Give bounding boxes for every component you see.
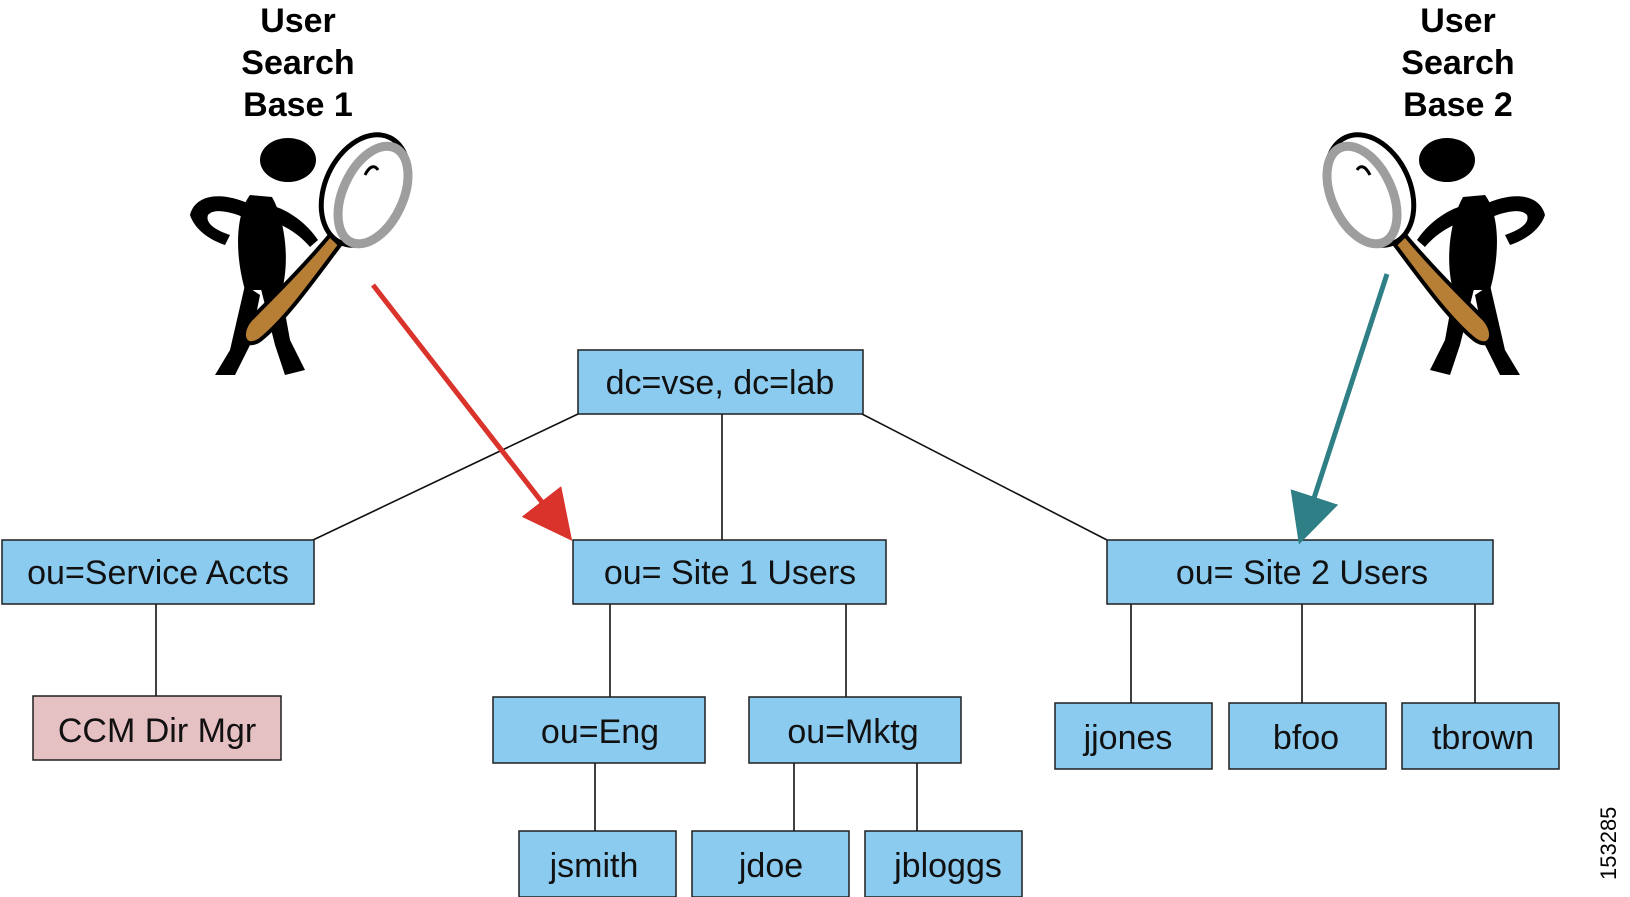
node-label: ou=Mktg — [787, 713, 918, 751]
tree-node-root: dc=vse, dc=lab — [577, 349, 864, 415]
tree-node-jbloggs: jbloggs — [864, 830, 1023, 897]
node-label: bfoo — [1273, 719, 1339, 757]
tree-node-tbrown: tbrown — [1401, 702, 1560, 770]
node-label: jdoe — [738, 847, 803, 885]
node-label: tbrown — [1432, 719, 1534, 757]
node-label: ou= Site 1 Users — [604, 554, 856, 592]
tree-node-eng: ou=Eng — [492, 696, 706, 764]
node-label: ou=Eng — [541, 713, 659, 751]
tree-node-bfoo: bfoo — [1228, 702, 1387, 770]
node-label: dc=vse, dc=lab — [606, 364, 835, 402]
tree-node-jsmith: jsmith — [518, 830, 677, 897]
tree-node-ccm-dir-mgr: CCM Dir Mgr — [32, 695, 282, 761]
search-base-1-title: User Search Base 1 — [241, 2, 354, 124]
node-label: jjones — [1083, 719, 1173, 757]
search-base-2-arrow — [1290, 273, 1390, 545]
node-label: ou= Site 2 Users — [1176, 554, 1428, 592]
title-line: Search — [241, 44, 354, 82]
searcher-2-magnifier-icon — [1322, 132, 1545, 375]
tree-node-site2: ou= Site 2 Users — [1106, 539, 1494, 605]
title-line: Base 2 — [1403, 86, 1513, 124]
tree-node-mktg: ou=Mktg — [748, 696, 962, 764]
connector-root-service-accts — [312, 413, 579, 541]
search-base-1-arrow — [371, 283, 573, 541]
tree-node-site1: ou= Site 1 Users — [572, 539, 887, 605]
searcher-1-magnifier-icon — [190, 132, 413, 375]
node-label: CCM Dir Mgr — [58, 712, 256, 750]
tree-node-jdoe: jdoe — [691, 830, 850, 897]
figure-id: 153285 — [1596, 807, 1621, 880]
node-label: ou=Service Accts — [27, 554, 289, 592]
node-label: jbloggs — [893, 847, 1002, 885]
title-line: Search — [1401, 44, 1514, 82]
title-line: Base 1 — [243, 86, 353, 124]
title-line: User — [260, 2, 336, 40]
connector-root-site2 — [861, 413, 1108, 541]
title-line: User — [1420, 2, 1496, 40]
tree-node-service-accts: ou=Service Accts — [1, 539, 315, 605]
search-base-2-title: User Search Base 2 — [1401, 2, 1514, 124]
tree-connectors — [155, 413, 1476, 831]
node-label: jsmith — [549, 847, 639, 885]
tree-node-jjones: jjones — [1054, 702, 1213, 770]
